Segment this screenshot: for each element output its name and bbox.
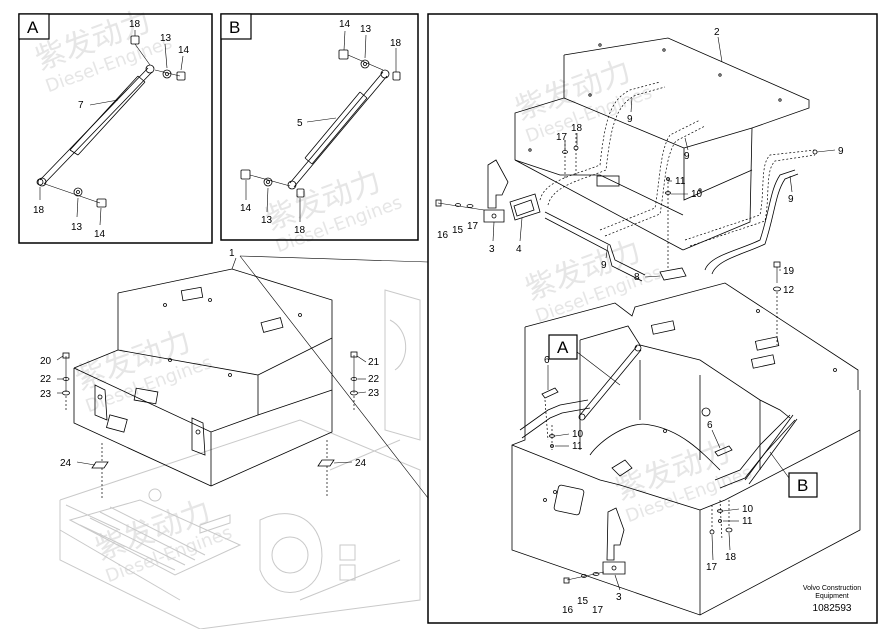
callout-18: 18 [571, 123, 583, 134]
panel-badge-b-label: B [797, 476, 808, 495]
callout-14: 14 [178, 45, 190, 56]
callout-18: 18 [725, 552, 737, 563]
gas-strut-5 [287, 69, 390, 190]
callout-9: 9 [601, 260, 607, 271]
panel-badge-a [548, 334, 578, 360]
engine-compartment-lower [511, 282, 861, 616]
drawing-footer: Volvo Construction Equipment 1082593 [786, 585, 878, 615]
callout-7: 7 [78, 100, 84, 111]
right-exploded-panel: A B 2 9 9 9 9 9 17 18 [427, 13, 878, 624]
callout-19: 19 [783, 266, 795, 277]
callout-11: 11 [572, 441, 583, 452]
maker-line-2: Equipment [815, 593, 849, 600]
detail-b-badge [220, 13, 252, 40]
callout-10: 10 [572, 429, 584, 440]
rubber-pads-24 [91, 440, 335, 500]
callout-8: 8 [634, 272, 640, 283]
callout-17: 17 [592, 605, 604, 616]
callout-22: 22 [40, 374, 52, 385]
strut-fasteners-top [338, 49, 401, 81]
detail-a-badge [18, 13, 50, 40]
callout-9: 9 [627, 114, 633, 125]
callout-16: 16 [437, 230, 449, 241]
callout-17: 17 [467, 221, 479, 232]
left-assembly-view: 1 20 22 23 21 22 23 24 24 [40, 248, 421, 629]
callout-17: 17 [556, 132, 568, 143]
callout-13: 13 [261, 215, 273, 226]
callout-2: 2 [714, 27, 720, 38]
detail-b-box: B 1 [220, 13, 419, 241]
latch-assembly-lower [549, 425, 733, 584]
callout-12: 12 [783, 285, 795, 296]
callout-16: 16 [562, 605, 574, 616]
strut-fasteners-bottom [240, 169, 305, 198]
maker-line-1: Volvo Construction [802, 585, 862, 592]
detail-a-badge-label: A [27, 18, 39, 37]
fasteners-19-12 [773, 261, 781, 345]
callout-21: 21 [368, 357, 380, 368]
callout-6: 6 [707, 420, 713, 431]
seal-strips-9 [539, 81, 818, 282]
callout-14: 14 [339, 19, 351, 30]
callout-6: 6 [544, 355, 550, 366]
callout-15: 15 [452, 225, 464, 236]
callout-9: 9 [684, 151, 690, 162]
callout-14: 14 [240, 203, 252, 214]
callout-3: 3 [489, 244, 495, 255]
strut-fasteners-top [130, 35, 186, 81]
machine-frame-ghost [59, 289, 421, 629]
callout-18: 18 [129, 19, 141, 30]
detail-b-badge-label: B [229, 18, 240, 37]
callout-17: 17 [706, 562, 718, 573]
callout-24: 24 [60, 458, 72, 469]
callout-13: 13 [71, 222, 83, 233]
callout-9: 9 [788, 194, 794, 205]
callout-23: 23 [368, 388, 380, 399]
callout-18: 18 [390, 38, 402, 49]
callout-10: 10 [691, 189, 703, 200]
drawing-number: 1082593 [812, 603, 852, 614]
callout-14: 14 [94, 229, 106, 240]
gas-strut-7 [37, 64, 155, 187]
fasteners-right [350, 351, 358, 412]
leader-to-panel [239, 255, 429, 499]
bracket-8 [659, 177, 687, 281]
panel-badge-b [788, 472, 818, 498]
callout-5: 5 [297, 118, 303, 129]
callout-1: 1 [229, 248, 235, 259]
hood-top-part-2 [514, 37, 810, 251]
callout-22: 22 [368, 374, 380, 385]
callout-18: 18 [33, 205, 45, 216]
callout-18: 18 [294, 225, 306, 236]
callout-9: 9 [838, 146, 844, 157]
callout-15: 15 [577, 596, 589, 607]
callout-11: 11 [675, 176, 686, 187]
callout-3: 3 [616, 592, 622, 603]
detail-a-box: A [18, 13, 213, 244]
leader-to-panel [239, 255, 429, 263]
callout-13: 13 [360, 24, 372, 35]
callout-13: 13 [160, 33, 172, 44]
callout-24: 24 [355, 458, 367, 469]
fasteners-left [62, 352, 70, 410]
engine-hood-assembly [73, 268, 333, 487]
callout-20: 20 [40, 356, 52, 367]
strut-fasteners-bottom [36, 178, 107, 208]
callout-10: 10 [742, 504, 754, 515]
callout-23: 23 [40, 389, 52, 400]
latch-assembly-upper [435, 133, 579, 223]
panel-badge-a-label: A [557, 338, 569, 357]
callout-11: 11 [742, 516, 753, 527]
callout-4: 4 [516, 244, 522, 255]
